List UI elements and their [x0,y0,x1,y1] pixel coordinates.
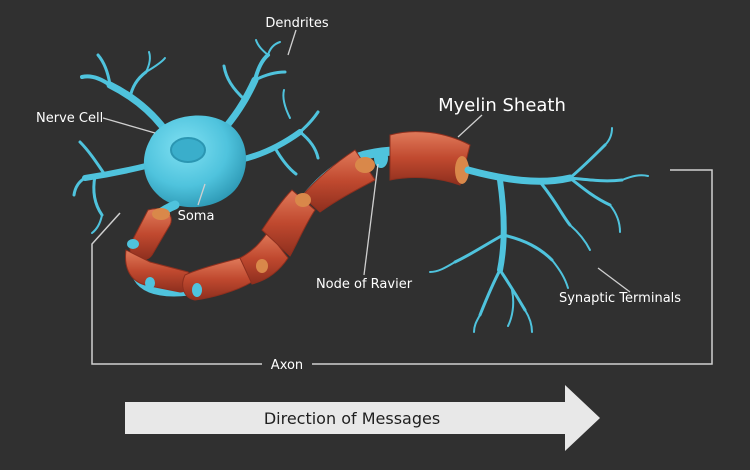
direction-arrow: Direction of Messages [125,385,600,451]
label-nerve-cell: Nerve Cell [36,111,103,126]
synaptic-terminals [429,127,649,333]
label-soma: Soma [178,209,215,224]
label-myelin-sheath: Myelin Sheath [438,95,566,116]
soma [143,115,247,208]
label-dendrites: Dendrites [265,16,329,31]
label-synaptic-terminals: Synaptic Terminals [559,291,681,306]
myelin-ends [127,148,469,297]
leader-lines [102,29,631,293]
label-node-of-ravier: Node of Ravier [316,277,413,292]
label-axon: Axon [271,358,303,373]
axon-bracket [91,169,713,365]
dendrites [72,39,320,234]
direction-arrow-label: Direction of Messages [264,409,440,428]
